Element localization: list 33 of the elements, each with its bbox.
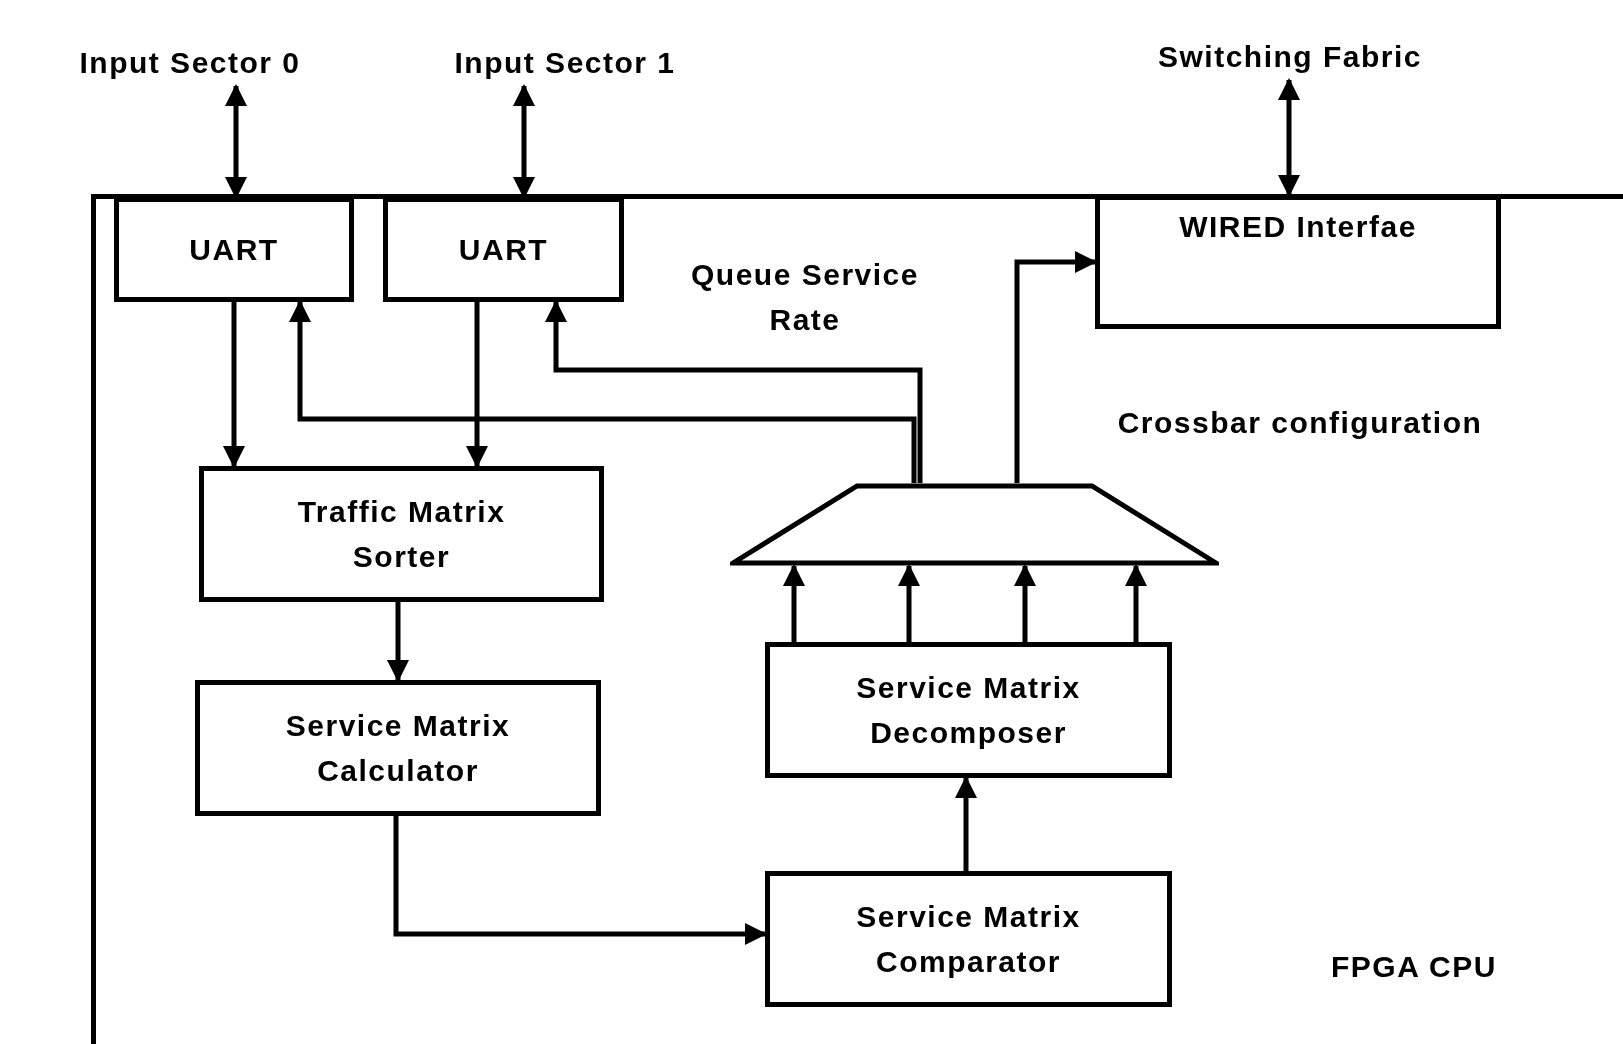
block-label: Service Matrix Calculator — [284, 708, 512, 789]
block-box — [195, 680, 601, 816]
port-label: Input Sector 0 — [79, 46, 301, 79]
block-label: UART — [189, 232, 279, 268]
arrow — [955, 776, 977, 871]
block-box — [383, 197, 624, 302]
block-box — [199, 466, 604, 602]
arrow — [289, 300, 917, 483]
signal-label: Queue Service Rate — [690, 257, 920, 338]
arrow — [545, 300, 923, 483]
block-box — [765, 642, 1172, 778]
signal-label: Crossbar configuration — [1116, 405, 1484, 441]
block-label: Service Matrix Comparator — [855, 899, 1082, 980]
arrow — [1278, 78, 1300, 197]
block-box — [114, 197, 354, 302]
block-box — [765, 871, 1172, 1007]
block-label: UART — [458, 232, 549, 268]
block-label: WIRED Interfae — [1179, 209, 1417, 245]
block-label: Service Matrix Decomposer — [855, 670, 1082, 751]
port-label: Switching Fabric — [1158, 40, 1422, 73]
arrow — [393, 816, 767, 945]
arrow — [1014, 251, 1097, 483]
arrow — [1125, 564, 1147, 642]
arrow — [783, 564, 805, 642]
frame-label: FPGA CPU — [1331, 949, 1497, 985]
fpga-frame — [91, 194, 1623, 1044]
arrow — [387, 602, 409, 682]
port-label: Input Sector 1 — [454, 46, 676, 79]
arrow — [898, 564, 920, 642]
arrow — [1014, 564, 1036, 642]
arrow — [466, 302, 488, 468]
block-label: Traffic Matrix Sorter — [296, 494, 507, 575]
arrow — [223, 302, 245, 468]
